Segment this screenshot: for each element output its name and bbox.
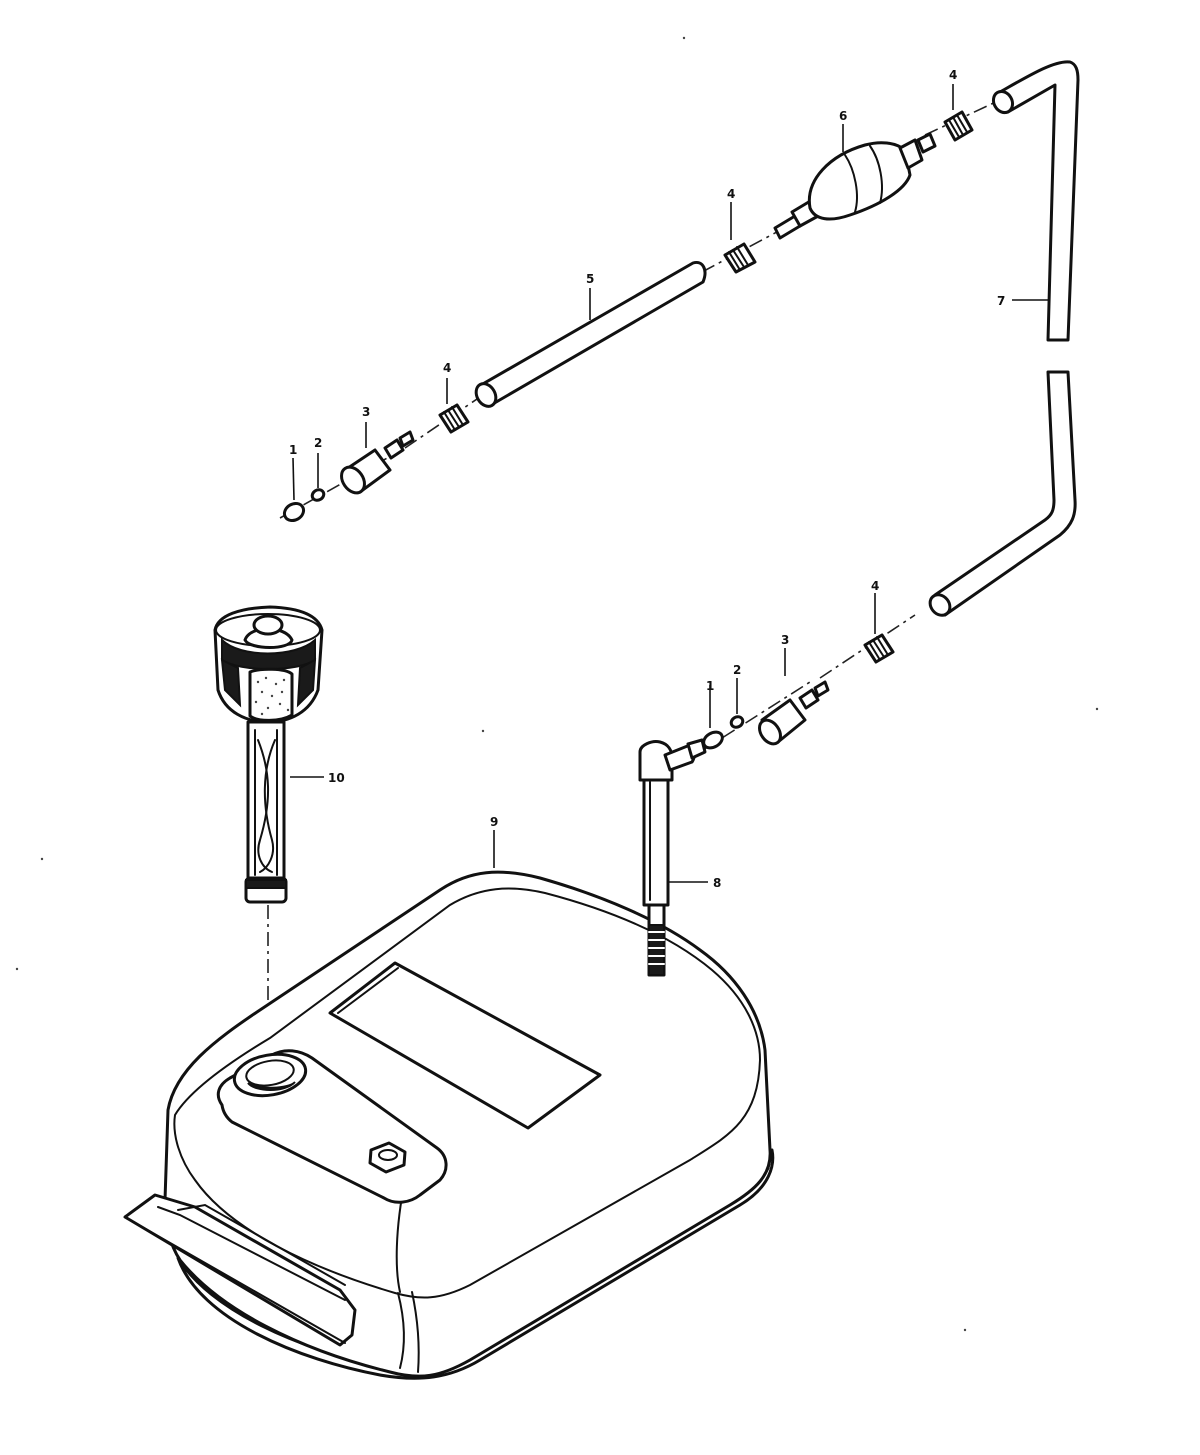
- lower-connector: [758, 680, 830, 746]
- callout-1-lower: 1: [706, 679, 714, 693]
- lower-small-seal: [729, 715, 745, 729]
- upper-connector-group: [282, 110, 974, 523]
- fuel-tank: [123, 870, 775, 1380]
- callout-5: 5: [586, 272, 594, 286]
- leader-lines: [290, 84, 1050, 883]
- pickup-hex-fitting: [368, 1141, 407, 1174]
- callout-6: 6: [839, 109, 847, 123]
- callout-9: 9: [490, 815, 498, 829]
- upper-left-clamp: [438, 403, 470, 434]
- callout-3-upper: 3: [362, 405, 370, 419]
- fuel-hose-long: [928, 60, 1080, 617]
- callout-7: 7: [997, 294, 1005, 308]
- callout-labels: 1 2 3 4 5 4 6 4 7 4 3 2 1 8 9 10: [289, 68, 1005, 890]
- lower-clamp: [863, 633, 895, 664]
- fuel-hose-short: [474, 260, 707, 408]
- upper-small-seal: [310, 488, 326, 502]
- fuel-gauge-assembly: [213, 605, 324, 904]
- callout-4-lower: 4: [871, 579, 879, 593]
- upper-o-ring: [282, 501, 306, 523]
- lower-o-ring: [702, 730, 724, 750]
- print-specks: [15, 36, 1099, 1332]
- callout-2-upper: 2: [314, 436, 322, 450]
- callout-4-upper-right: 4: [949, 68, 957, 82]
- callout-2-lower: 2: [733, 663, 741, 677]
- upper-mid-clamp: [723, 242, 757, 274]
- upper-right-clamp: [943, 110, 974, 142]
- primer-bulb: [773, 132, 937, 240]
- hose-upper-bend: [998, 60, 1080, 342]
- lower-connector-group: [702, 633, 895, 750]
- primer-bulb-body: [807, 141, 912, 221]
- callout-3-lower: 3: [781, 633, 789, 647]
- tank-carry-handle: [123, 1193, 357, 1347]
- callout-8: 8: [713, 876, 721, 890]
- gauge-window: [248, 667, 294, 722]
- callout-4-upper-left: 4: [443, 361, 451, 375]
- hose-lower-bend: [933, 370, 1077, 617]
- upper-connector: [340, 430, 415, 495]
- gauge-tube: [246, 720, 286, 882]
- callout-4-upper-mid: 4: [727, 187, 735, 201]
- tank-body: [163, 870, 772, 1378]
- fuel-pickup-tube: [638, 738, 707, 977]
- callout-1-upper: 1: [289, 443, 297, 457]
- tank-label-plate: [328, 961, 602, 1130]
- callout-10: 10: [328, 771, 345, 785]
